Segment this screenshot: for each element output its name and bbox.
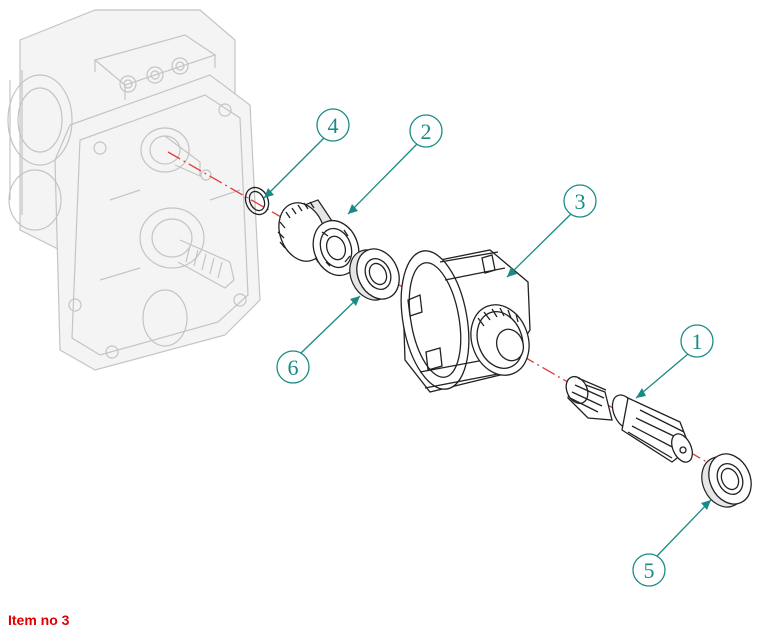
part-2-gear-bearing <box>277 199 360 277</box>
callout-4: 4 <box>263 108 350 199</box>
part-5-end-bearing <box>701 453 752 508</box>
part-3-hub-assembly <box>400 249 531 393</box>
callout-4-label: 4 <box>328 113 339 138</box>
gearbox-housing <box>7 9 261 371</box>
callout-1-label: 1 <box>692 329 703 354</box>
callout-2-label: 2 <box>421 119 432 144</box>
part-6-bearing <box>349 248 400 301</box>
callout-1: 1 <box>635 324 714 399</box>
part-1-splined-shaft <box>565 375 693 463</box>
callout-2: 2 <box>347 114 443 215</box>
callout-3-label: 3 <box>575 189 586 214</box>
callout-3: 3 <box>506 184 597 278</box>
callout-5: 5 <box>632 499 712 587</box>
callout-6: 6 <box>276 295 361 384</box>
callout-5-label: 5 <box>644 558 655 583</box>
callout-6-label: 6 <box>288 355 299 380</box>
item-caption: Item no 3 <box>8 612 70 628</box>
